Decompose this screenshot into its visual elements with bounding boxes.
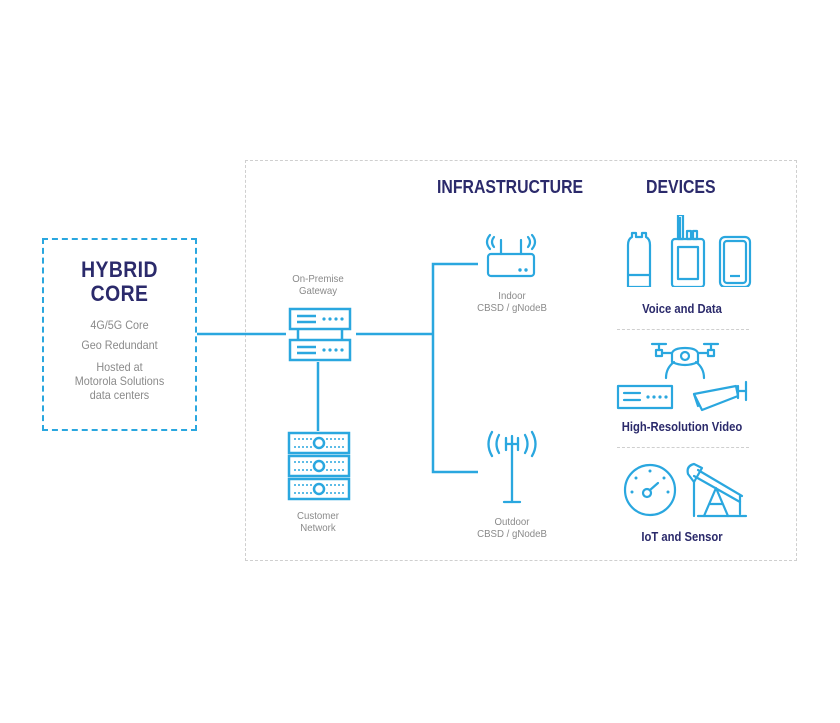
gateway-label-line1: On-Premise bbox=[292, 273, 344, 285]
video-recorder-icon bbox=[616, 384, 674, 410]
radio-handset-icon bbox=[626, 231, 652, 287]
gauge-icon bbox=[623, 463, 677, 517]
tablet-icon bbox=[718, 235, 752, 287]
devices-divider-2 bbox=[617, 447, 749, 448]
voice-data-icons bbox=[626, 215, 752, 287]
security-camera-icon bbox=[692, 380, 748, 412]
core-detail-geo: Geo Redundant bbox=[81, 338, 158, 352]
walkie-talkie-icon bbox=[670, 215, 706, 287]
core-hosted-line3: data centers bbox=[89, 388, 150, 402]
hybrid-core-title-line2: CORE bbox=[90, 281, 149, 306]
customer-network-label: Customer Network bbox=[272, 510, 364, 534]
server-stack-icon bbox=[288, 307, 352, 362]
indoor-label: Indoor CBSD / gNodeB bbox=[466, 290, 558, 314]
cell-tower-icon bbox=[487, 430, 537, 504]
iot-icons bbox=[623, 462, 748, 518]
core-hosted-line1: Hosted at bbox=[96, 360, 143, 374]
wireless-router-icon bbox=[485, 233, 537, 278]
customer-network-label-line1: Customer bbox=[297, 510, 339, 522]
drone-icon bbox=[650, 342, 720, 380]
iot-label: IoT and Sensor bbox=[641, 530, 723, 544]
network-rack-icon bbox=[287, 431, 351, 501]
private-network-container bbox=[245, 160, 797, 561]
outdoor-label: Outdoor CBSD / gNodeB bbox=[466, 516, 558, 540]
devices-divider-1 bbox=[617, 329, 749, 330]
hybrid-core-title: HYBRID CORE bbox=[51, 258, 187, 306]
core-detail-4g5g: 4G/5G Core bbox=[90, 318, 149, 332]
devices-divider-3 bbox=[617, 559, 749, 560]
infrastructure-heading: INFRASTRUCTURE bbox=[437, 177, 584, 197]
core-hosted-line2: Motorola Solutions bbox=[74, 374, 165, 388]
hybrid-core-box bbox=[42, 238, 197, 431]
video-icons bbox=[616, 342, 748, 412]
outdoor-label-line2: CBSD / gNodeB bbox=[477, 528, 547, 540]
indoor-label-line2: CBSD / gNodeB bbox=[477, 302, 547, 314]
infra-branch-line bbox=[431, 262, 478, 474]
voice-data-label: Voice and Data bbox=[642, 302, 722, 316]
indoor-label-line1: Indoor bbox=[498, 290, 526, 302]
customer-network-label-line2: Network bbox=[300, 522, 336, 534]
gateway-label-line2: Gateway bbox=[298, 285, 338, 297]
hybrid-core-title-line1: HYBRID bbox=[81, 257, 158, 282]
devices-heading: DEVICES bbox=[646, 177, 716, 197]
outdoor-label-line1: Outdoor bbox=[494, 516, 530, 528]
gateway-label: On-Premise Gateway bbox=[272, 273, 364, 297]
video-label: High-Resolution Video bbox=[621, 420, 743, 434]
oil-pump-jack-icon bbox=[686, 462, 748, 518]
